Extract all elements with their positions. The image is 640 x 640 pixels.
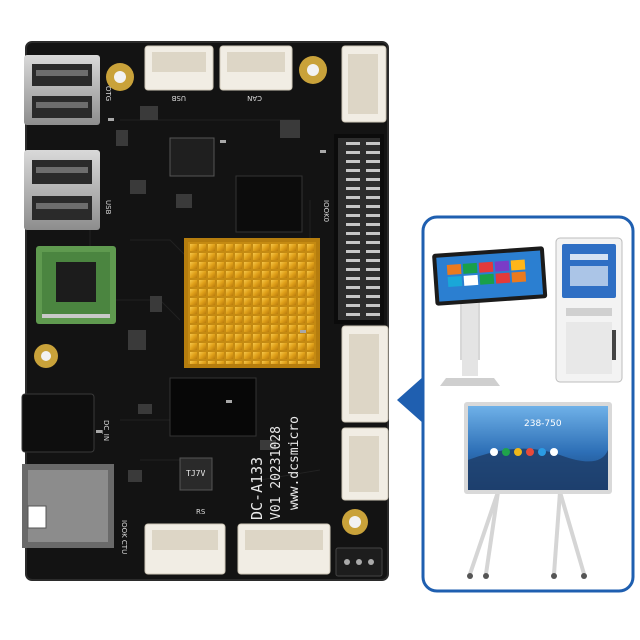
kiosk-tiles	[446, 259, 527, 287]
gpio-pin	[366, 196, 380, 199]
gpio-pin	[346, 232, 360, 235]
gpio-pin	[346, 295, 360, 298]
connector-bottom-right	[335, 547, 383, 577]
pointer-arrow	[397, 376, 424, 424]
gpio-pin	[346, 214, 360, 217]
usb-port-bottom	[24, 150, 100, 230]
display-app-icons	[490, 448, 558, 456]
queue-machine	[555, 237, 623, 383]
gpio-pin	[346, 313, 360, 316]
smd-components	[116, 106, 300, 482]
gpio-pin	[346, 178, 360, 181]
gpio-pin	[366, 160, 380, 163]
silk-can: CAN	[247, 94, 262, 102]
silk-model: DC-A133	[248, 457, 266, 520]
gpio-pin	[346, 268, 360, 271]
kiosk-screen-text: 238-750	[524, 419, 562, 429]
mounting-holes	[34, 56, 368, 535]
silk-power: DC_IN	[102, 420, 110, 441]
ic-chips	[21, 137, 303, 548]
connector-right-1	[341, 325, 389, 423]
connector-bottom-2	[237, 523, 331, 575]
gpio-pin	[366, 205, 380, 208]
gpio-pin	[366, 142, 380, 145]
gpio-pin	[346, 277, 360, 280]
gpio-pin	[366, 304, 380, 307]
gpio-pin	[346, 169, 360, 172]
gpio-pin	[366, 214, 380, 217]
gpio-pin	[346, 259, 360, 262]
gpio-pin	[366, 178, 380, 181]
gpio-pin	[366, 241, 380, 244]
connector-top-right	[341, 45, 387, 123]
gpio-pin	[346, 151, 360, 154]
silk-rs: RS	[196, 508, 206, 516]
silk-gpio: IOOK0	[322, 200, 330, 222]
gpio-pin	[346, 250, 360, 253]
interactive-display: 238-750	[464, 402, 612, 579]
gpio-pin	[346, 205, 360, 208]
silk-website: www.dcsmicro	[287, 416, 302, 510]
gpio-pin	[346, 160, 360, 163]
gpio-pin	[346, 286, 360, 289]
gpio-pin	[346, 241, 360, 244]
connector-right-2	[341, 427, 389, 501]
silk-version: V01 20231028	[269, 426, 284, 520]
kiosk-terminal	[432, 246, 548, 386]
usb-port-top	[24, 55, 100, 125]
silk-chip-label: TJ7V	[186, 469, 205, 478]
gpio-pin	[346, 304, 360, 307]
gpio-pin	[366, 250, 380, 253]
gpio-pin	[366, 277, 380, 280]
connector-bottom-1	[144, 523, 226, 575]
silk-usb-top: USB	[171, 94, 186, 102]
gpio-pin	[366, 232, 380, 235]
connector-top-can	[219, 45, 293, 91]
gpio-pin	[346, 187, 360, 190]
silk-uart: IOOK CTU	[120, 520, 128, 554]
connector-top-usb	[144, 45, 214, 91]
heatsink	[184, 238, 320, 368]
silk-otg: OTG	[104, 86, 112, 101]
gpio-pin	[346, 223, 360, 226]
gpio-pin	[366, 259, 380, 262]
gpio-pin	[366, 268, 380, 271]
gpio-pin	[366, 286, 380, 289]
gpio-pin	[366, 313, 380, 316]
gpio-pin	[366, 223, 380, 226]
gpio-pin	[366, 151, 380, 154]
gpio-pin	[346, 142, 360, 145]
wifi-module	[36, 246, 116, 324]
gpio-pin	[366, 187, 380, 190]
application-panel: 238-750	[397, 215, 635, 593]
gpio-pin	[366, 295, 380, 298]
gpio-pin	[346, 196, 360, 199]
gpio-header	[334, 134, 384, 324]
pcb-board: DC-A133 V01 20231028 www.dcsmicro TJ7V U…	[21, 41, 389, 581]
gpio-pin	[366, 169, 380, 172]
silk-usb-left: USB	[104, 200, 112, 215]
